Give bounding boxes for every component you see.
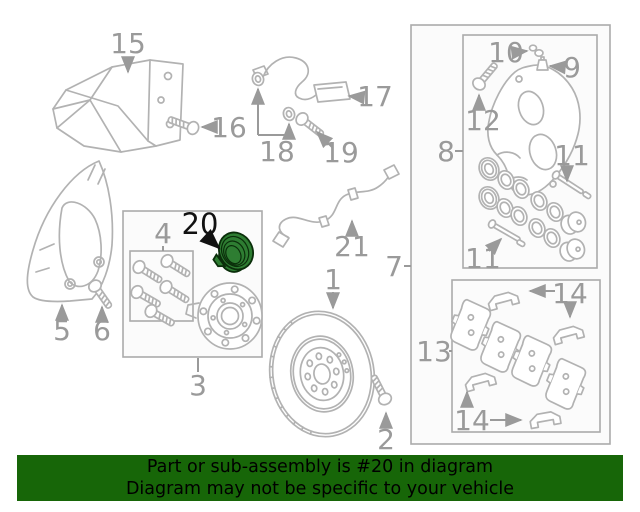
part-label-11-bottom: 11	[465, 242, 501, 275]
part-label-6: 6	[93, 314, 111, 347]
part-20-tone-ring	[212, 231, 254, 273]
part-10-cap	[528, 44, 544, 58]
notice-banner-line1: Part or sub-assembly is #20 in diagram	[146, 457, 494, 477]
part-label-9: 9	[563, 51, 581, 84]
part-label-1: 1	[324, 263, 342, 296]
part-label-18: 18	[259, 135, 295, 168]
part-label-19: 19	[323, 136, 359, 169]
part-label-2: 2	[377, 423, 395, 456]
part-16-bolt	[165, 112, 202, 137]
part-label-8: 8	[437, 135, 455, 168]
part-15-mount-bracket	[52, 59, 184, 153]
part-label-11-top: 11	[554, 139, 590, 172]
hub-assembly	[185, 282, 263, 350]
part-label-20-highlighted: 20	[182, 207, 219, 241]
part-label-5: 5	[53, 314, 71, 347]
part-17-harness-connector	[252, 56, 351, 103]
part-label-12: 12	[465, 104, 501, 137]
part-label-17: 17	[357, 80, 393, 113]
part-label-4: 4	[154, 217, 172, 250]
part-11-guide-pin-bottom	[486, 217, 526, 248]
part-label-13: 13	[416, 335, 452, 368]
part-label-14-bottom: 14	[454, 404, 490, 437]
part-6-bolt	[85, 276, 117, 312]
notice-banner: Part or sub-assembly is #20 in diagram D…	[17, 455, 623, 501]
part-9-bleeder-screw	[536, 56, 549, 71]
part-label-15: 15	[110, 27, 146, 60]
part-11-guide-pin-top	[550, 168, 592, 200]
part-label-3: 3	[189, 369, 207, 402]
part-label-7: 7	[385, 250, 403, 283]
part-1-brake-rotor	[268, 310, 376, 438]
part-label-14-top: 14	[552, 277, 588, 310]
part-21-speed-sensor-wire	[272, 164, 400, 248]
part-5-splash-shield	[26, 160, 114, 303]
notice-banner-line2: Diagram may not be specific to your vehi…	[125, 479, 515, 499]
part-label-16: 16	[211, 111, 247, 144]
part-18-grommets	[251, 71, 296, 122]
